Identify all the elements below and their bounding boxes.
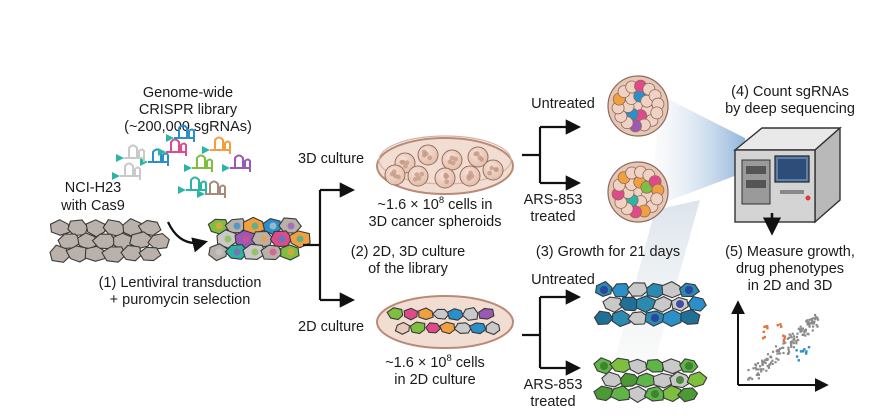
sequencer-icon <box>733 126 842 224</box>
svg-text:(5) Measure growth,: (5) Measure growth, <box>725 244 855 260</box>
dish-3d-spheroids <box>376 135 514 195</box>
culture3d-count: ~1.6 × 108 cells in 3D cancer spheroids <box>369 195 502 230</box>
svg-text:in 2D culture: in 2D culture <box>394 372 475 388</box>
cas9-cell-cluster <box>49 217 170 263</box>
untreated-3d-label: Untreated <box>531 96 595 112</box>
sgrna-library-glyphs <box>112 124 251 198</box>
untreated-2d-label: Untreated <box>531 272 595 288</box>
cell-line-label: NCI-H23 with Cas9 <box>60 180 125 214</box>
svg-text:treated: treated <box>530 394 575 410</box>
svg-text:by deep sequencing: by deep sequencing <box>725 101 855 117</box>
dish-2d-monolayer <box>376 295 514 349</box>
svg-text:CRISPR library: CRISPR library <box>139 102 238 118</box>
svg-text:with Cas9: with Cas9 <box>60 198 125 214</box>
scatter-points <box>747 313 820 381</box>
culture2d-count: ~1.6 × 108 cells in 2D culture <box>385 353 485 388</box>
svg-text:(1) Lentiviral transduction: (1) Lentiviral transduction <box>99 275 262 291</box>
spheroid-treated <box>607 161 669 223</box>
svg-text:+ puromycin selection: + puromycin selection <box>110 292 251 308</box>
step4-label: (4) Count sgRNAs by deep sequencing <box>725 84 855 117</box>
culture-branch-arrows <box>303 182 356 308</box>
svg-text:drug phenotypes: drug phenotypes <box>736 261 844 277</box>
svg-text:of the library: of the library <box>368 261 449 277</box>
svg-text:~1.6 × 108 cells: ~1.6 × 108 cells <box>385 353 485 371</box>
treatment-branch-2d <box>522 289 582 376</box>
step5-label: (5) Measure growth, drug phenotypes in 2… <box>725 244 855 294</box>
svg-text:in 2D and 3D: in 2D and 3D <box>748 278 833 294</box>
spheroid-untreated <box>607 75 669 137</box>
treated-3d-label: ARS-853 treated <box>524 192 583 225</box>
step1-label: (1) Lentiviral transduction + puromycin … <box>99 275 262 308</box>
monolayer-treated <box>593 357 708 403</box>
svg-text:Genome-wide: Genome-wide <box>143 85 233 101</box>
transduction-arrow <box>167 221 208 253</box>
svg-text:3D cancer spheroids: 3D cancer spheroids <box>369 214 502 230</box>
svg-text:treated: treated <box>530 209 575 225</box>
transduced-cell-cluster <box>207 216 311 262</box>
culture2d-label: 2D culture <box>298 319 364 335</box>
svg-text:ARS-853: ARS-853 <box>524 377 583 393</box>
svg-text:NCI-H23: NCI-H23 <box>65 180 121 196</box>
treatment-branch-3d <box>522 119 582 191</box>
svg-text:ARS-853: ARS-853 <box>524 192 583 208</box>
monolayer-untreated <box>593 280 707 328</box>
step3-label: (3) Growth for 21 days <box>536 244 680 260</box>
svg-text:(4) Count sgRNAs: (4) Count sgRNAs <box>731 84 849 100</box>
culture3d-label: 3D culture <box>298 151 364 167</box>
step2-label: (2) 2D, 3D culture of the library <box>351 244 465 277</box>
svg-text:~1.6 × 108 cells in: ~1.6 × 108 cells in <box>378 195 493 213</box>
library-label: Genome-wide CRISPR library (~200,000 sgR… <box>124 85 252 135</box>
svg-text:(2) 2D, 3D culture: (2) 2D, 3D culture <box>351 244 465 260</box>
svg-text:(~200,000 sgRNAs): (~200,000 sgRNAs) <box>124 119 252 135</box>
phenotype-scatter-plot <box>731 300 829 392</box>
treated-2d-label: ARS-853 treated <box>524 377 583 410</box>
